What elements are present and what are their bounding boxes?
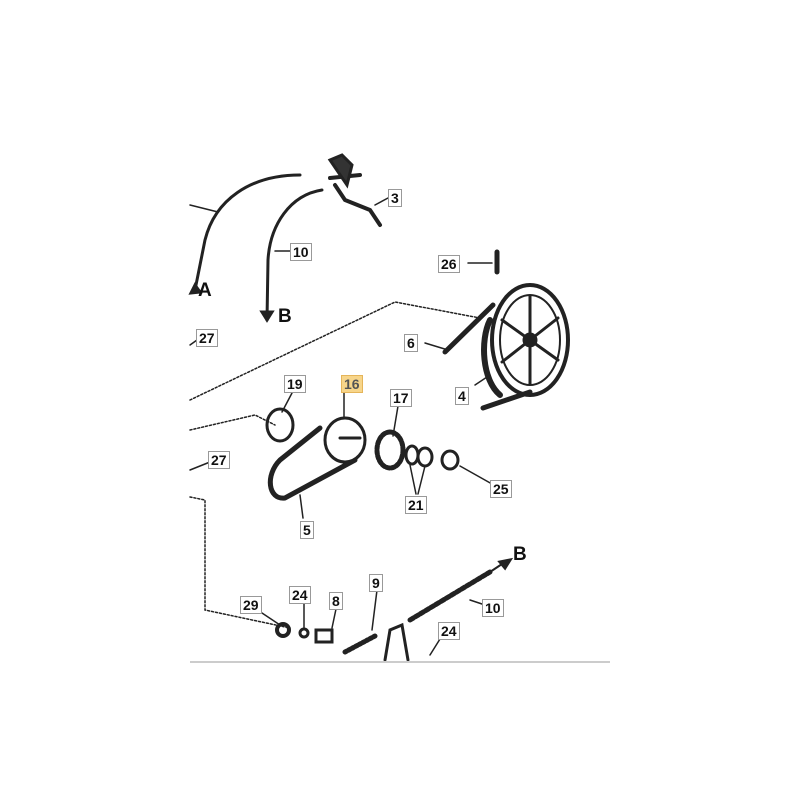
pulley-16 [323, 416, 367, 464]
part-label-10: 10 [290, 243, 312, 261]
arrow-label-a: A [198, 280, 212, 301]
nut-25 [440, 449, 460, 471]
belt-6 [442, 302, 533, 411]
part-label-6: 6 [404, 334, 418, 352]
part-label-9: 9 [369, 574, 383, 592]
cable-10-lower [407, 569, 493, 623]
cable-a [193, 173, 302, 292]
spacer-19 [265, 407, 295, 443]
spring-9 [342, 633, 378, 655]
part-label-27: 27 [196, 329, 218, 347]
part-label-17: 17 [390, 389, 412, 407]
cable-10 [265, 188, 324, 322]
part-label-29: 29 [240, 596, 262, 614]
arrow-label-b-lower: B [513, 544, 527, 565]
washer-21 [404, 444, 420, 466]
part-label-5: 5 [300, 521, 314, 539]
part-label-27-lower: 27 [208, 451, 230, 469]
dashed-outline [189, 301, 481, 401]
part-label-24-lower: 24 [438, 622, 460, 640]
belt-5 [268, 425, 358, 501]
part-label-26: 26 [438, 255, 460, 273]
part-label-16-highlighted[interactable]: 16 [341, 375, 363, 393]
gear-17 [374, 429, 406, 471]
part-label-19: 19 [284, 375, 306, 393]
part-label-21: 21 [405, 496, 427, 514]
part-label-3: 3 [388, 189, 402, 207]
bushing-8 [314, 628, 334, 644]
wheel-4 [490, 283, 570, 397]
lever-3 [328, 173, 382, 227]
nut-29 [275, 622, 291, 638]
arrow-label-b: B [278, 306, 292, 327]
part-label-24: 24 [289, 586, 311, 604]
part-label-4: 4 [455, 387, 469, 405]
part-label-8: 8 [329, 592, 343, 610]
part-label-10-lower: 10 [482, 599, 504, 617]
part-label-25: 25 [490, 480, 512, 498]
